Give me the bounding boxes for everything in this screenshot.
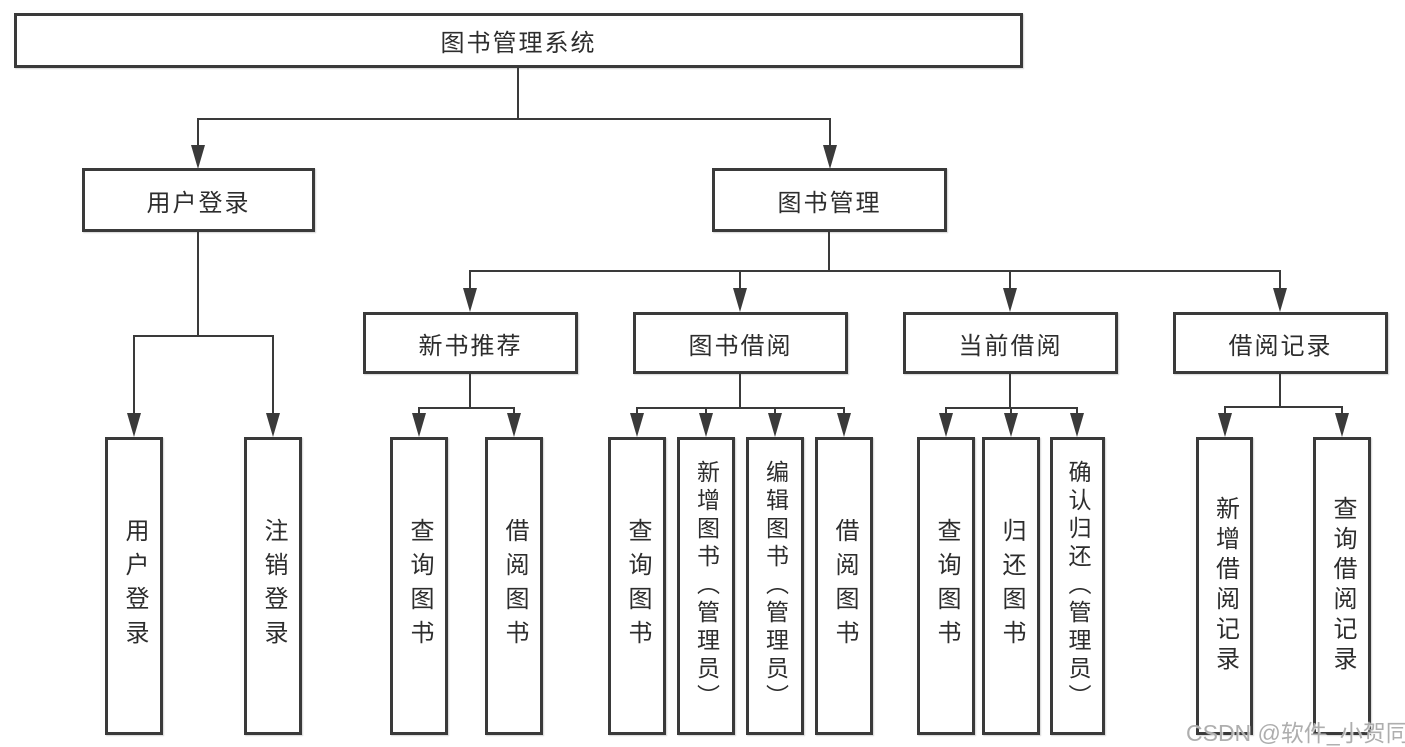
- arrowhead-icon: [127, 413, 141, 437]
- arrowhead-icon: [191, 145, 205, 169]
- connector-line: [828, 232, 830, 272]
- connector-line: [1279, 374, 1281, 406]
- connector-line: [1279, 270, 1281, 292]
- arrowhead-icon: [837, 413, 851, 437]
- connector-line: [1076, 407, 1078, 417]
- connector-line: [1225, 406, 1343, 408]
- connector-line: [197, 118, 199, 148]
- connector-line: [1009, 374, 1011, 407]
- node-new-book-recommend-label: 新书推荐: [418, 332, 523, 360]
- leaf-add-borrow-record: 新增借阅记录: [1196, 437, 1253, 735]
- connector-line: [197, 232, 199, 335]
- connector-line: [513, 407, 515, 417]
- connector-line: [469, 374, 471, 407]
- leaf-newbook-query-book-label: 查询图书: [406, 518, 433, 654]
- connector-line: [1341, 406, 1343, 417]
- arrowhead-icon: [1273, 288, 1287, 312]
- connector-line: [774, 407, 776, 417]
- connector-line: [197, 118, 831, 120]
- node-user-login-label: 用户登录: [146, 189, 251, 217]
- connector-line: [470, 270, 1280, 272]
- connector-line: [517, 68, 519, 118]
- node-book-management: 图书管理: [712, 168, 947, 232]
- connector-line: [133, 335, 135, 415]
- connector-line: [1009, 270, 1011, 292]
- leaf-borrowing-borrow-book-label: 借阅图书: [831, 518, 858, 654]
- arrowhead-icon: [768, 413, 782, 437]
- leaf-user-login-label: 用户登录: [121, 518, 148, 654]
- arrowhead-icon: [1070, 413, 1084, 437]
- node-current-borrow: 当前借阅: [903, 312, 1118, 374]
- leaf-user-login: 用户登录: [105, 437, 163, 735]
- node-user-login: 用户登录: [82, 168, 315, 232]
- node-borrow-records-label: 借阅记录: [1228, 332, 1333, 360]
- node-library-system-label: 图书管理系统: [440, 30, 597, 57]
- connector-line: [1010, 407, 1012, 417]
- leaf-newbook-query-book: 查询图书: [390, 437, 448, 735]
- leaf-newbook-borrow-book: 借阅图书: [485, 437, 543, 735]
- arrowhead-icon: [1335, 413, 1349, 437]
- connector-line: [739, 270, 741, 292]
- leaf-add-borrow-record-label: 新增借阅记录: [1211, 496, 1239, 676]
- leaf-edit-book-admin: 编辑图书（管理员）: [746, 437, 804, 735]
- node-book-borrowing-label: 图书借阅: [688, 332, 793, 360]
- arrowhead-icon: [699, 413, 713, 437]
- connector-line: [636, 407, 638, 417]
- connector-line: [739, 374, 741, 407]
- connector-line: [133, 335, 273, 337]
- leaf-query-borrow-record-label: 查询借阅记录: [1329, 496, 1356, 676]
- connector-line: [469, 270, 471, 292]
- leaf-edit-book-admin-label: 编辑图书（管理员）: [762, 460, 789, 712]
- leaf-query-borrow-record: 查询借阅记录: [1313, 437, 1371, 735]
- leaf-borrowing-query-book: 查询图书: [608, 437, 666, 735]
- node-library-system: 图书管理系统: [14, 13, 1023, 68]
- leaf-borrowing-query-book-label: 查询图书: [624, 518, 651, 654]
- leaf-borrowing-borrow-book: 借阅图书: [815, 437, 873, 735]
- node-book-borrowing: 图书借阅: [633, 312, 848, 374]
- leaf-return-book-label: 归还图书: [998, 518, 1025, 654]
- connector-line: [418, 407, 420, 417]
- arrowhead-icon: [412, 413, 426, 437]
- arrowhead-icon: [823, 145, 837, 169]
- arrowhead-icon: [266, 413, 280, 437]
- leaf-current-query-book: 查询图书: [917, 437, 975, 735]
- connector-line: [637, 407, 844, 409]
- leaf-return-book: 归还图书: [982, 437, 1040, 735]
- connector-line: [945, 407, 947, 417]
- node-current-borrow-label: 当前借阅: [958, 332, 1063, 360]
- leaf-newbook-borrow-book-label: 借阅图书: [501, 518, 528, 654]
- arrowhead-icon: [733, 288, 747, 312]
- arrowhead-icon: [1003, 288, 1017, 312]
- arrowhead-icon: [463, 288, 477, 312]
- arrowhead-icon: [630, 413, 644, 437]
- node-book-management-label: 图书管理: [777, 189, 882, 217]
- leaf-add-book-admin: 新增图书（管理员）: [677, 437, 735, 735]
- connector-line: [705, 407, 707, 417]
- connector-line: [843, 407, 845, 417]
- connector-line: [829, 118, 831, 148]
- connector-line: [272, 335, 274, 415]
- node-borrow-records: 借阅记录: [1173, 312, 1388, 374]
- arrowhead-icon: [1218, 413, 1232, 437]
- leaf-current-query-book-label: 查询图书: [933, 518, 960, 654]
- connector-line: [1224, 406, 1226, 417]
- leaf-logout: 注销登录: [244, 437, 302, 735]
- connector-line: [418, 407, 515, 409]
- arrowhead-icon: [1004, 413, 1018, 437]
- watermark: CSDN @软件_小贺同学: [1186, 720, 1405, 746]
- leaf-logout-label: 注销登录: [260, 518, 287, 654]
- node-new-book-recommend: 新书推荐: [363, 312, 578, 374]
- leaf-add-book-admin-label: 新增图书（管理员）: [693, 460, 720, 712]
- arrowhead-icon: [939, 413, 953, 437]
- arrowhead-icon: [507, 413, 521, 437]
- leaf-confirm-return-admin: 确认归还（管理员）: [1050, 437, 1105, 735]
- leaf-confirm-return-admin-label: 确认归还（管理员）: [1065, 460, 1091, 712]
